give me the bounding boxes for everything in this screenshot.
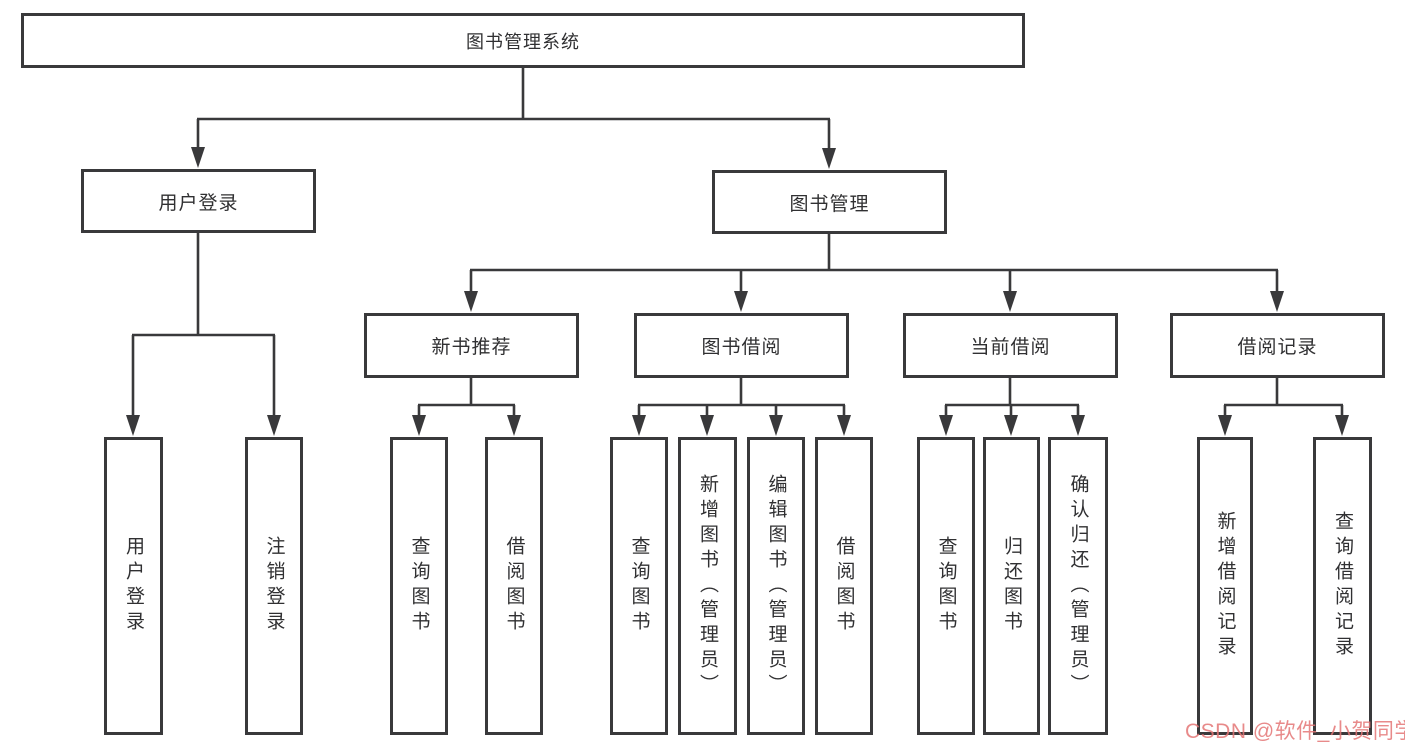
node-user-login: 用户登录	[81, 169, 316, 233]
node-label: 图书管理	[789, 193, 870, 215]
node-label: 借阅记录	[1237, 337, 1318, 358]
node-label: 查询图书	[408, 536, 430, 636]
node-label: 编辑图书（管理员）	[765, 473, 787, 699]
node-label: 确认归还（管理员）	[1067, 473, 1089, 699]
node-cb-confirm-return-admin: 确认归还（管理员）	[1048, 437, 1108, 735]
node-bb-borrow-books: 借阅图书	[815, 437, 873, 735]
node-book-borrowing: 图书借阅	[634, 313, 849, 378]
node-label: 查询图书	[935, 536, 957, 636]
node-label: 新书推荐	[431, 337, 512, 358]
node-br-add-record: 新增借阅记录	[1197, 437, 1253, 735]
node-bb-edit-books-admin: 编辑图书（管理员）	[747, 437, 805, 735]
node-label: 查询借阅记录	[1332, 511, 1353, 661]
node-leaf-user-login: 用户登录	[104, 437, 163, 735]
node-label: 新增借阅记录	[1214, 511, 1236, 661]
node-library-management-system: 图书管理系统	[21, 13, 1025, 68]
node-label: 借阅图书	[833, 536, 855, 636]
node-leaf-logout: 注销登录	[245, 437, 303, 735]
node-nb-borrow-books: 借阅图书	[485, 437, 543, 735]
node-current-borrowing: 当前借阅	[903, 313, 1118, 378]
node-label: 查询图书	[628, 536, 650, 636]
node-label: 图书管理系统	[466, 31, 580, 52]
node-label: 用户登录	[123, 536, 144, 636]
node-br-query-record: 查询借阅记录	[1313, 437, 1372, 735]
node-bb-query-books: 查询图书	[610, 437, 668, 735]
node-bb-add-books-admin: 新增图书（管理员）	[678, 437, 737, 735]
node-cb-return-books: 归还图书	[983, 437, 1040, 735]
node-label: 注销登录	[263, 536, 285, 636]
node-book-management: 图书管理	[712, 170, 947, 234]
node-borrowing-records: 借阅记录	[1170, 313, 1385, 378]
node-label: 图书借阅	[701, 337, 782, 358]
node-new-book-recommendation: 新书推荐	[364, 313, 579, 378]
node-label: 当前借阅	[970, 337, 1051, 358]
node-label: 借阅图书	[503, 536, 525, 636]
csdn-watermark: CSDN @软件_小贺同学	[1185, 720, 1405, 743]
node-nb-query-books: 查询图书	[390, 437, 448, 735]
node-label: 归还图书	[1001, 536, 1022, 636]
node-label: 用户登录	[158, 192, 239, 214]
node-cb-query-books: 查询图书	[917, 437, 975, 735]
node-label: 新增图书（管理员）	[697, 473, 718, 699]
